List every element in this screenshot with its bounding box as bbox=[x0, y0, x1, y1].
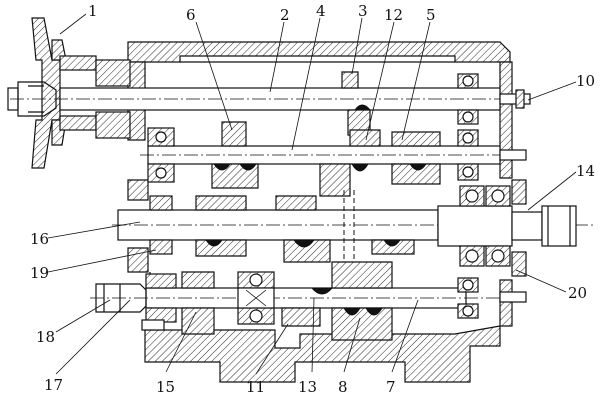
callout-1: 1 bbox=[88, 2, 98, 20]
shaft-4 bbox=[140, 121, 527, 197]
callout-3: 3 bbox=[358, 2, 368, 20]
callout-14: 14 bbox=[576, 162, 595, 180]
callout-12: 12 bbox=[384, 6, 403, 24]
callout-2: 2 bbox=[280, 6, 290, 24]
callout-16: 16 bbox=[30, 230, 49, 248]
leader-lines bbox=[47, 13, 577, 375]
shaft-2 bbox=[10, 59, 531, 139]
callout-17: 17 bbox=[44, 376, 63, 394]
callout-20: 20 bbox=[568, 284, 587, 302]
callout-13: 13 bbox=[298, 378, 317, 396]
callout-11: 11 bbox=[246, 378, 265, 396]
shaft-7 bbox=[90, 261, 527, 341]
callout-7: 7 bbox=[386, 378, 396, 396]
housing bbox=[127, 41, 527, 383]
callout-18: 18 bbox=[36, 328, 55, 346]
callout-labels: 1 2 3 4 5 6 7 8 10 11 12 13 14 15 16 17 … bbox=[30, 2, 595, 396]
callout-19: 19 bbox=[30, 264, 49, 282]
callout-10: 10 bbox=[576, 72, 595, 90]
shaft-16 bbox=[112, 185, 595, 290]
callout-6: 6 bbox=[186, 6, 196, 24]
callout-4: 4 bbox=[316, 2, 326, 20]
callout-5: 5 bbox=[426, 6, 436, 24]
callout-15: 15 bbox=[156, 378, 175, 396]
callout-8: 8 bbox=[338, 378, 348, 396]
